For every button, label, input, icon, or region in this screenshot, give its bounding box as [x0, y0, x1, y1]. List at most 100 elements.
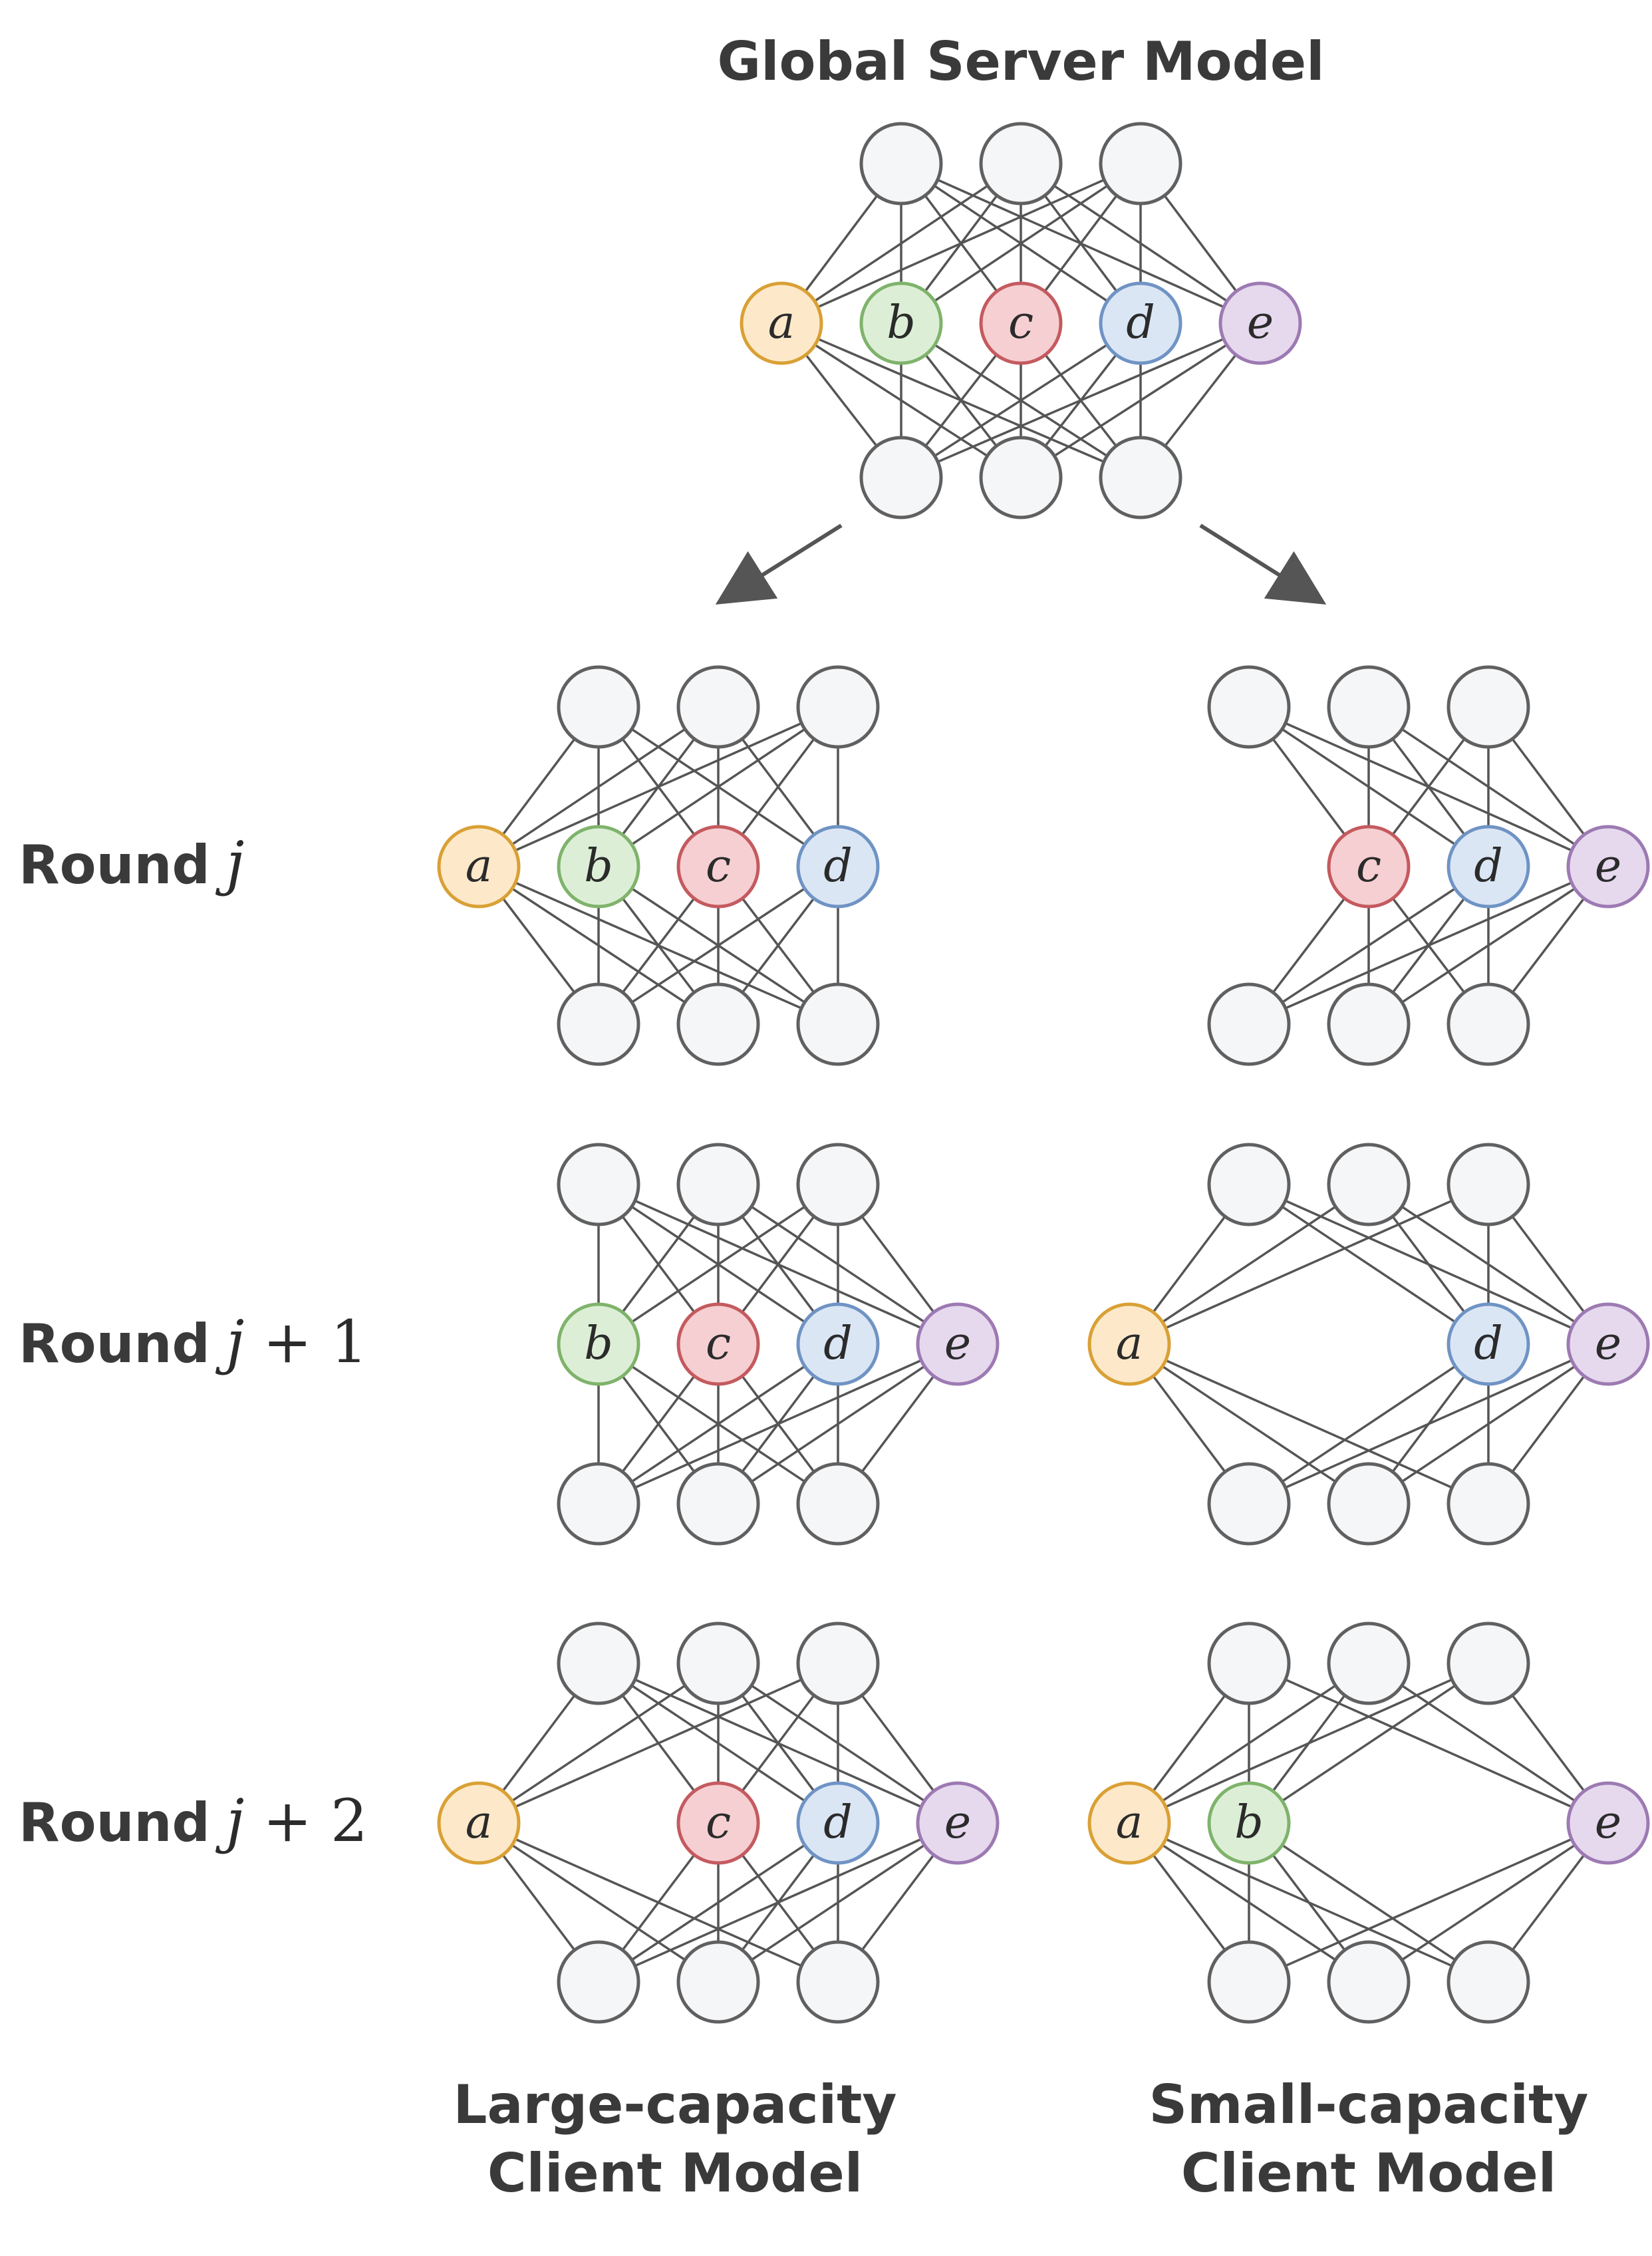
output-neuron [1446, 1940, 1530, 2024]
hidden-neuron-d [796, 1302, 880, 1386]
connection-edge [814, 184, 989, 302]
output-neuron [1327, 1462, 1411, 1546]
connection-edge [515, 1678, 802, 1808]
connection-edge [934, 344, 1108, 457]
connection-edge [1401, 1684, 1576, 1802]
edges [597, 1199, 935, 1488]
hidden-neuron-e [1566, 1302, 1650, 1386]
connection-edge [1152, 1375, 1226, 1473]
connection-edge [622, 897, 696, 993]
connection-edge [1272, 1854, 1345, 1951]
connection-edge [1162, 1684, 1337, 1802]
output-neuron [979, 436, 1063, 519]
input-neuron [796, 665, 880, 749]
neuron-label-e: e [1595, 1796, 1621, 1849]
arrow-to-small-client [1199, 523, 1327, 605]
connection-edge [1161, 1365, 1336, 1482]
connection-edge [635, 1359, 922, 1488]
connection-edge [742, 1694, 815, 1792]
neuron-label-e: e [944, 1318, 971, 1370]
edges [501, 1678, 935, 1967]
connection-edge [1282, 1684, 1456, 1802]
hidden-neuron-d [796, 825, 880, 909]
neuron-label-a: a [466, 1796, 493, 1849]
input-neuron [859, 122, 943, 206]
hidden-neuron-e [1566, 825, 1650, 909]
round-label-j-plus-1: Round j + 1 [19, 1308, 368, 1376]
hidden-neuron-b [557, 825, 640, 909]
round-label-j: Round j [19, 829, 244, 897]
connection-edge [925, 354, 998, 446]
connection-edge [1282, 887, 1456, 1003]
input-neuron [676, 1622, 760, 1705]
connection-edge [751, 1844, 925, 1961]
connection-edge [1044, 194, 1118, 292]
large-client-label-line2: Client Model [487, 2142, 863, 2204]
connection-edge [1286, 881, 1572, 1010]
connection-edge [501, 1854, 575, 1951]
hidden-neuron-d [796, 1781, 880, 1865]
input-neuron [979, 122, 1063, 206]
connection-edge [1165, 1359, 1452, 1488]
connection-edge [1512, 1375, 1585, 1473]
connection-edge [1401, 887, 1576, 1003]
input-neuron [1207, 1143, 1291, 1226]
hidden-neuron-d [1099, 281, 1182, 365]
hidden-neuron-e [916, 1781, 1000, 1865]
neuron-label-c: c [706, 840, 731, 893]
output-neuron [1099, 436, 1182, 519]
round-offset: + 2 [244, 1786, 368, 1855]
connection-edge [1166, 1678, 1452, 1808]
hidden-neuron-b [557, 1302, 640, 1386]
connection-edge [502, 1694, 576, 1792]
connection-edge [1512, 1854, 1585, 1951]
output-neuron [796, 982, 880, 1066]
connection-edge [751, 1365, 926, 1482]
connection-edge [1401, 1365, 1576, 1482]
output-neuron [1446, 982, 1530, 1066]
connection-edge [1511, 738, 1585, 835]
connection-edge [1054, 344, 1228, 457]
small-client-label-line2: Client Model [1181, 2142, 1556, 2204]
round-label-j-plus-2: Round j + 2 [19, 1786, 368, 1855]
connection-edge [938, 338, 1224, 463]
connection-edge [1282, 1844, 1456, 1961]
connection-edge [861, 1375, 935, 1473]
input-neuron [557, 665, 640, 749]
connection-edge [515, 722, 802, 851]
output-neuron [1327, 1940, 1411, 2024]
input-neuron [796, 1143, 880, 1226]
connection-edge [511, 1684, 686, 1802]
connection-edge [1391, 1215, 1465, 1313]
input-neuron [676, 665, 760, 749]
neuron-label-e: e [1595, 840, 1621, 893]
input-neuron [1446, 1143, 1530, 1226]
connection-edge [1163, 194, 1237, 292]
connection-edge [631, 1365, 806, 1482]
output-neuron [676, 982, 760, 1066]
connection-edge [1166, 1199, 1452, 1329]
neuron-label-b: b [1234, 1796, 1264, 1849]
hidden-neuron-a [437, 825, 521, 909]
connection-edge [1272, 897, 1346, 993]
input-neuron [557, 1622, 640, 1705]
neuron-label-d: d [823, 1318, 853, 1370]
hidden-neuron-a [1087, 1781, 1171, 1865]
round-offset: + 1 [244, 1308, 368, 1376]
connection-edge [511, 728, 686, 845]
hidden-neuron-e [916, 1302, 1000, 1386]
neuron-label-c: c [706, 1318, 731, 1370]
input-neuron [557, 1143, 640, 1226]
hidden-neuron-b [1207, 1781, 1291, 1865]
connection-edge [861, 1215, 934, 1313]
round-expression: j + 1 [215, 1308, 368, 1376]
round-variable: j [215, 1786, 244, 1855]
output-neuron [676, 1462, 760, 1546]
connection-edge [1153, 1694, 1226, 1792]
connection-edge [1165, 354, 1237, 446]
neuron-label-c: c [706, 1796, 731, 1849]
